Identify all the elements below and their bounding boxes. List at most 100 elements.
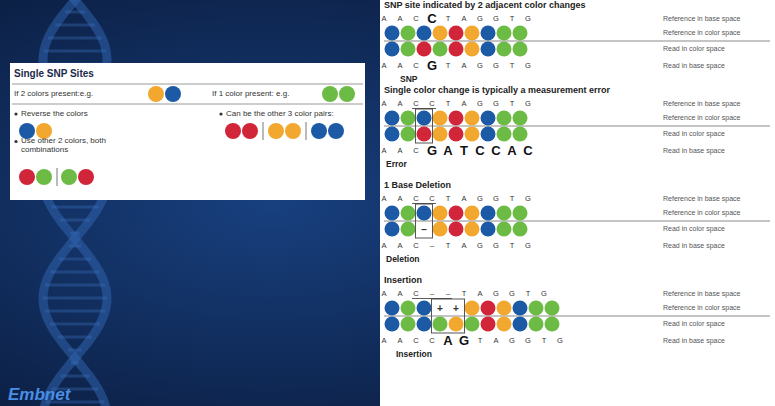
- color-dot: [497, 317, 512, 332]
- base-letter: G: [493, 100, 499, 108]
- color-dot: [385, 111, 400, 126]
- color-dot: [465, 317, 480, 332]
- row-caption: Reference in color space: [663, 209, 740, 217]
- base-letter: T: [446, 15, 451, 23]
- color-dot: [497, 301, 512, 316]
- row-caption: Reference in color space: [663, 304, 740, 312]
- base-letter: G: [493, 242, 499, 250]
- color-dot: [513, 206, 528, 221]
- color-dot: [465, 301, 480, 316]
- helix-rung: [71, 362, 79, 365]
- color-dot: [433, 26, 448, 41]
- base-letter: A: [461, 62, 466, 70]
- base-letter: A: [381, 100, 386, 108]
- color-dot: [78, 169, 94, 185]
- row-caption: Read in color space: [663, 225, 725, 233]
- color-dot: [513, 222, 528, 237]
- color-dot: [328, 123, 344, 139]
- helix-rung: [44, 50, 106, 53]
- base-letter: A: [397, 62, 402, 70]
- color-symbol: +: [437, 303, 443, 314]
- base-letter: T: [446, 195, 451, 203]
- color-dot: [465, 42, 480, 57]
- base-letter: G: [477, 195, 483, 203]
- color-dot: [545, 301, 560, 316]
- info-panel: SNP site indicated by 2 adjacent color c…: [380, 0, 775, 406]
- row-divider: [384, 221, 770, 222]
- bullet-text: Can be the other 3 color pairs:: [226, 110, 334, 119]
- section-heading: Single color change is typically a measu…: [384, 86, 610, 96]
- base-letter: A: [461, 100, 466, 108]
- color-dot: [481, 111, 496, 126]
- base-letter: A: [397, 337, 402, 345]
- row-caption: Reference in base space: [663, 290, 740, 298]
- panel-background: [10, 63, 365, 200]
- base-letter: C: [413, 62, 418, 70]
- color-dot: [497, 26, 512, 41]
- base-letter: G: [477, 62, 483, 70]
- color-dot: [385, 42, 400, 57]
- color-dot: [433, 111, 448, 126]
- bullet-dot: [14, 140, 17, 143]
- color-dot: [401, 317, 416, 332]
- section-heading: SNP site indicated by 2 adjacent color c…: [384, 1, 585, 11]
- base-letter: A: [493, 337, 498, 345]
- color-dot: [417, 206, 432, 221]
- base-letter: C: [413, 290, 418, 298]
- base-letter: G: [557, 337, 563, 345]
- color-dot: [545, 317, 560, 332]
- base-letter: T: [542, 337, 547, 345]
- helix-rung: [48, 37, 102, 40]
- base-letter: G: [427, 59, 437, 73]
- color-dot: [417, 301, 432, 316]
- color-dot: [481, 222, 496, 237]
- rule-text: If 1 color present: e.g.: [212, 90, 289, 99]
- base-letter: A: [461, 195, 466, 203]
- base-letter: T: [510, 15, 515, 23]
- base-letter: G: [525, 100, 531, 108]
- color-dot: [433, 317, 448, 332]
- color-dot: [417, 317, 432, 332]
- color-dot: [268, 123, 284, 139]
- base-letter: C: [413, 195, 418, 203]
- color-dot: [513, 317, 528, 332]
- color-dot: [433, 42, 448, 57]
- base-letter: G: [477, 15, 483, 23]
- base-letter: T: [510, 62, 515, 70]
- color-dot: [465, 222, 480, 237]
- color-dot: [417, 127, 432, 142]
- color-dot: [242, 123, 258, 139]
- base-letter: T: [460, 144, 468, 158]
- base-letter: C: [475, 144, 484, 158]
- row-caption: Read in color space: [663, 320, 725, 328]
- helix-rung: [65, 11, 85, 14]
- color-dot: [513, 42, 528, 57]
- base-letter: C: [523, 144, 532, 158]
- color-dot: [401, 301, 416, 316]
- row-caption: Reference in color space: [663, 29, 740, 37]
- row-divider: [384, 126, 770, 127]
- helix-rung: [69, 245, 81, 248]
- color-dot: [449, 42, 464, 57]
- color-dot: [433, 206, 448, 221]
- color-dot: [529, 301, 544, 316]
- bullet-text: Reverse the colors: [21, 110, 88, 119]
- underline: [412, 108, 436, 109]
- color-dot: [385, 127, 400, 142]
- base-letter: –: [430, 290, 434, 298]
- base-letter: G: [493, 15, 499, 23]
- panel-background: [380, 0, 775, 406]
- base-letter: G: [459, 334, 469, 348]
- color-dot: [449, 222, 464, 237]
- base-letter: C: [429, 100, 434, 108]
- color-dot: [339, 86, 355, 102]
- helix-rung: [58, 336, 92, 339]
- base-letter: T: [446, 242, 451, 250]
- base-letter: A: [461, 242, 466, 250]
- panels: [10, 0, 775, 406]
- color-dot: [401, 42, 416, 57]
- base-letter: G: [541, 290, 547, 298]
- base-letter: C: [491, 144, 500, 158]
- color-dot: [165, 86, 181, 102]
